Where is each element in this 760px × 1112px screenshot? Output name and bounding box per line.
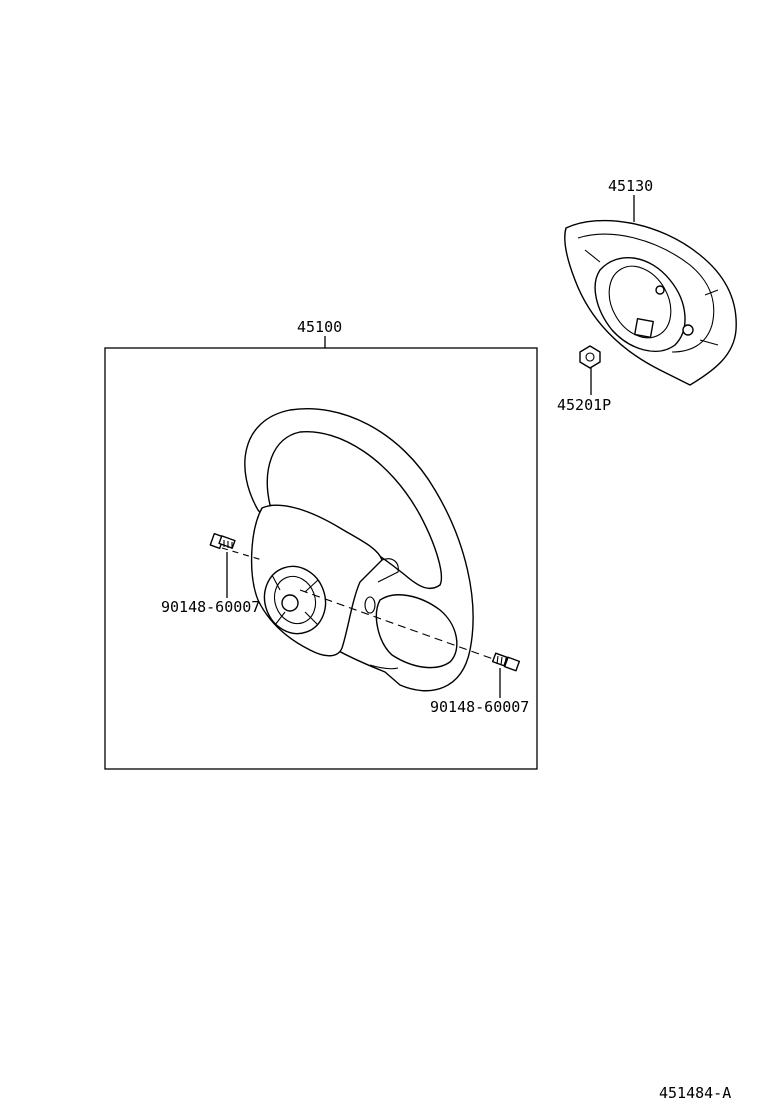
label-90148-60007-left[interactable]: 90148-60007 — [161, 598, 260, 616]
bolt-left[interactable] — [209, 532, 236, 550]
assembly-frame — [104, 347, 538, 770]
label-90148-60007-right[interactable]: 90148-60007 — [430, 698, 529, 716]
label-45100[interactable]: 45100 — [297, 318, 342, 336]
nut-45201P[interactable] — [579, 345, 601, 369]
alignment-line — [299, 589, 497, 661]
steering-wheel[interactable] — [244, 408, 474, 692]
horn-pad[interactable] — [564, 219, 737, 386]
label-45130[interactable]: 45130 — [608, 177, 653, 195]
alignment-line-left — [221, 547, 263, 561]
bolt-right[interactable] — [491, 652, 521, 672]
label-45201P[interactable]: 45201P — [557, 396, 611, 414]
figure-code: 451484-A — [659, 1084, 731, 1102]
